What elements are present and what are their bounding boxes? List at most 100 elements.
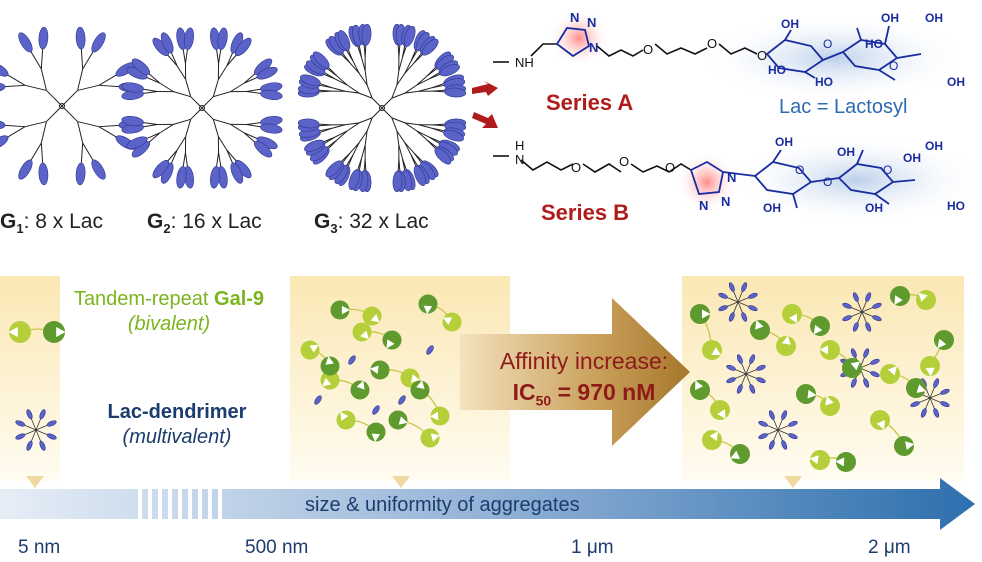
series-b-oring1: O [795, 163, 804, 177]
series-a-oring1: O [823, 37, 832, 51]
ic50-value: IC50 = 970 nM [512, 379, 656, 409]
lactose-blob-icon [728, 282, 735, 292]
lactose-blob-icon [933, 408, 940, 418]
lactose-blob-icon [260, 123, 283, 134]
g3-label: G3: 32 x Lac [314, 210, 429, 237]
lactose-blob-icon [748, 305, 758, 312]
lac-definition: Lac = Lactosyl [779, 96, 908, 118]
lactose-blob-icon [852, 292, 859, 302]
lactose-blob-icon [0, 62, 9, 77]
series-a-o2: O [707, 36, 717, 51]
gal9-domain-icon [702, 340, 722, 360]
dendrimer-legend-text: Lac-dendrimer (multivalent) [107, 401, 247, 448]
scale-break-icon [138, 489, 222, 519]
lactose-blob-icon [850, 378, 857, 388]
lactose-blob-icon [348, 169, 361, 190]
lactose-blob-icon [403, 26, 416, 47]
gal9-domain-icon [776, 335, 796, 356]
gal9-domain-icon [890, 286, 910, 306]
lactose-blob-icon [788, 420, 798, 427]
gal9-domain-icon [370, 360, 390, 380]
lactose-blob-icon [736, 354, 743, 364]
lactose-blob-icon [910, 401, 920, 408]
lactose-blob-icon [865, 322, 872, 332]
gal9-domain-icon [300, 340, 320, 360]
gal9-domain-icon [920, 356, 940, 377]
affinity-line1: Affinity increase: [499, 348, 669, 374]
series-a-oh2: OH [881, 11, 899, 25]
gal9-domain-icon [8, 321, 31, 343]
lactose-blob-icon [15, 433, 26, 440]
affinity-box: Affinity increase: IC50 = 970 nM [468, 348, 700, 409]
lactose-blob-icon [728, 312, 735, 322]
lactose-blob-icon [18, 159, 33, 180]
gal9-domain-icon [366, 422, 386, 442]
series-a-o3: O [757, 48, 767, 63]
lactose-blob-icon [314, 395, 322, 405]
lactose-blob-icon [434, 147, 452, 165]
gal9-domain-icon [430, 406, 450, 426]
lactose-blob-icon [852, 322, 859, 332]
g2-label: G2: 16 x Lac [147, 210, 262, 237]
lactose-blob-icon [421, 38, 439, 56]
lactose-blob-icon [756, 377, 766, 384]
gal9-domain-icon [819, 340, 840, 360]
series-arrows [472, 81, 498, 128]
series-b-h: H [515, 138, 524, 153]
series-a-n3: N [589, 40, 598, 55]
lactose-blob-icon [439, 64, 460, 77]
lactose-blob-icon [160, 32, 174, 54]
gal9-domain-icon [690, 380, 710, 400]
gal9-domain-icon [336, 410, 356, 430]
series-b-oh3: OH [903, 151, 921, 165]
lactose-blob-icon [152, 159, 170, 179]
lactose-blob-icon [372, 405, 380, 415]
lactose-blob-icon [39, 409, 46, 420]
lactose-blob-icon [176, 166, 187, 189]
lactose-blob-icon [940, 401, 950, 408]
lactose-blob-icon [38, 162, 49, 186]
mini-dendrimer-icon [718, 282, 758, 322]
gal9-domain-icon [835, 452, 856, 472]
lactose-blob-icon [26, 409, 33, 420]
lactose-blob-icon [444, 87, 467, 98]
series-a-oring2: O [889, 59, 898, 73]
gal9-domain-icon [820, 396, 840, 416]
gal9-domain-icon [810, 316, 830, 336]
lactose-blob-icon [39, 440, 46, 451]
lactose-blob-icon [741, 282, 748, 292]
series-b-oring2: O [883, 163, 892, 177]
series-a-o1: O [643, 42, 653, 57]
series-a-nh: NH [515, 55, 534, 70]
series-a-n1: N [570, 10, 579, 25]
gal9-domain-icon [702, 430, 722, 450]
series-a-ho3: HO [865, 37, 883, 51]
gal9-domain-icon [320, 356, 340, 376]
gal9-domain-icon [388, 410, 408, 430]
lactose-blob-icon [91, 159, 106, 180]
gal9-domain-icon [730, 444, 750, 464]
lactose-blob-icon [749, 384, 756, 394]
scale-arrow [0, 478, 975, 530]
lactose-blob-icon [863, 348, 870, 358]
lactose-blob-icon [768, 440, 775, 450]
gal9-domain-icon [750, 320, 770, 340]
series-a-label: Series A [546, 90, 634, 115]
lactose-blob-icon [15, 420, 26, 427]
series-b-oh1: OH [775, 135, 793, 149]
dendrimer-g3 [297, 23, 467, 193]
lactose-blob-icon [749, 354, 756, 364]
aggregate-2um [690, 282, 954, 472]
lactose-blob-icon [234, 37, 252, 57]
lactose-blob-icon [38, 26, 49, 50]
lactose-blob-icon [0, 119, 6, 130]
core-icon [199, 105, 205, 111]
lactose-blob-icon [850, 348, 857, 358]
mini-dendrimer-icon [15, 409, 57, 451]
g1-label: G1: 8 x Lac [0, 210, 103, 237]
dendrimer-legend-icon [15, 409, 57, 451]
lactose-blob-icon [443, 129, 464, 142]
gal9-domain-icon [410, 380, 430, 400]
lactose-blob-icon [338, 30, 351, 51]
series-b-oh2: OH [837, 145, 855, 159]
